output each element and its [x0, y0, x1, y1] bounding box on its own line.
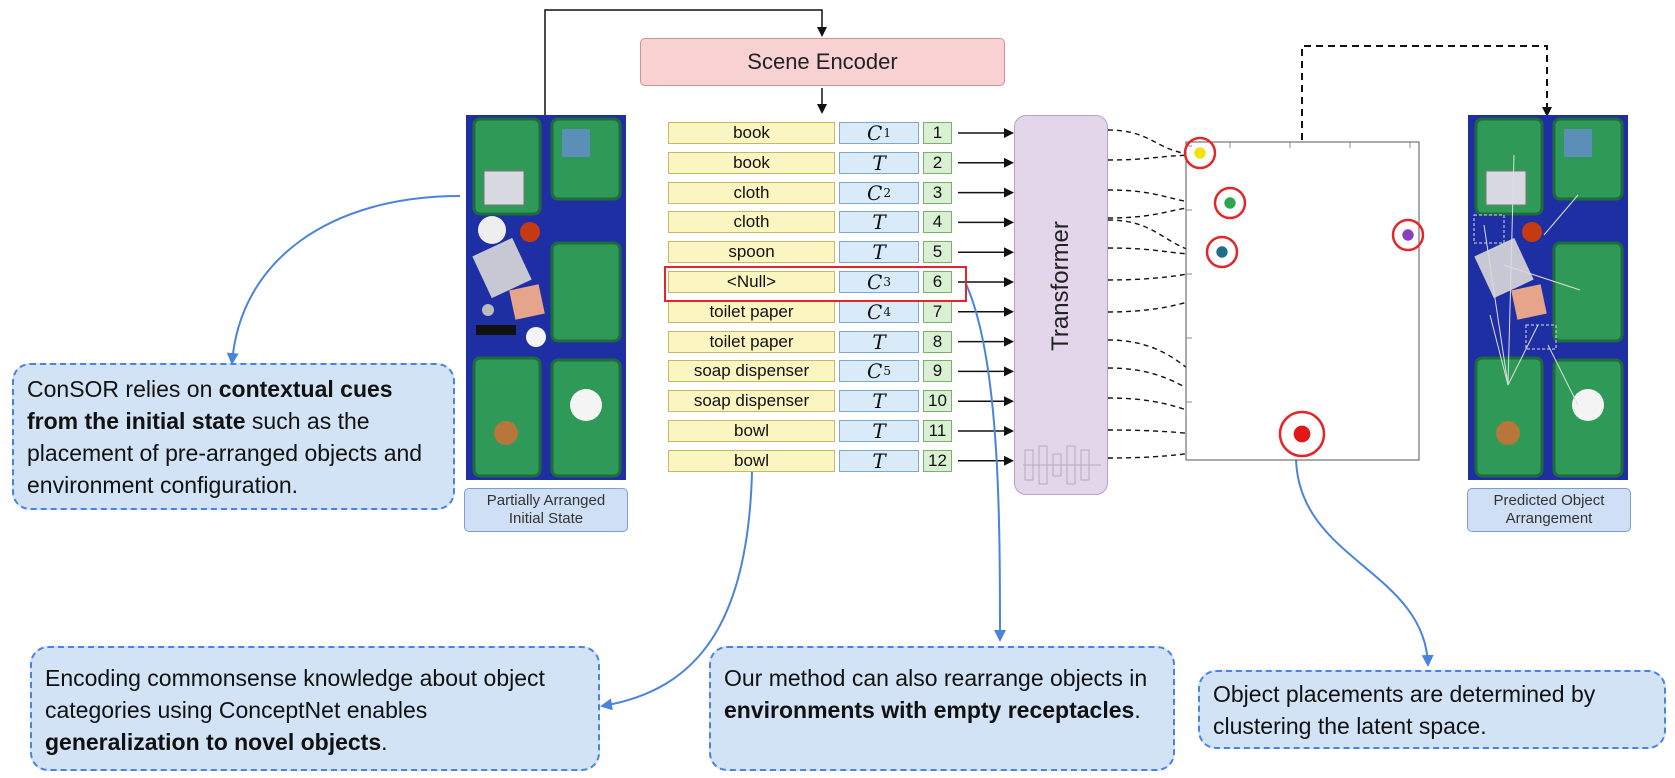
empty-receptacles-callout: Our method can also rearrange objects in… — [709, 646, 1175, 771]
clustering-callout-text: Object placements are determined by clus… — [1213, 681, 1596, 739]
latent-plot-frame — [1185, 141, 1420, 461]
token-name: book — [668, 122, 835, 144]
token-name: cloth — [668, 181, 835, 204]
initial-state-scene — [466, 115, 626, 480]
null-token-highlight — [664, 266, 967, 302]
token-index: 3 — [923, 181, 952, 204]
empty-callout-bold: environments with empty receptacles — [724, 697, 1135, 723]
token-index: 9 — [923, 360, 952, 383]
token-name: spoon — [668, 241, 835, 264]
initial-state-caption-text: Partially Arranged Initial State — [486, 492, 606, 527]
cluster-top-left-ring — [1183, 136, 1217, 170]
predicted-arrangement-scene — [1468, 115, 1628, 480]
transformer-box: Transformer — [1014, 115, 1108, 495]
commonsense-callout-arrow — [600, 471, 753, 711]
token-index: 7 — [923, 300, 952, 323]
commonsense-callout-bold: generalization to novel objects — [45, 729, 382, 755]
cluster-mid-left-points — [1224, 197, 1236, 209]
latent-curve — [1107, 129, 1206, 160]
cluster-mid-low-points — [1216, 246, 1228, 258]
network-icon — [1023, 445, 1101, 485]
latent-to-prediction-arrow — [1301, 45, 1552, 140]
cluster-top-left-points — [1194, 147, 1206, 159]
initial-state-image — [466, 115, 626, 480]
token-name: toilet paper — [668, 300, 835, 323]
token-type: T — [839, 389, 919, 413]
clustering-callout: Object placements are determined by clus… — [1198, 670, 1666, 749]
token-type: T — [839, 330, 919, 354]
token-name: soap dispenser — [668, 390, 835, 413]
token-to-transformer-arrows — [958, 128, 1014, 466]
token-name: cloth — [668, 211, 835, 234]
cluster-right-points — [1402, 229, 1414, 241]
context-callout-bold: contextual cues from the initial state — [27, 376, 393, 434]
token-name: book — [668, 151, 835, 174]
cluster-mid-left-ring — [1213, 186, 1247, 220]
predicted-arrangement-image — [1468, 115, 1628, 480]
token-type: T — [839, 449, 919, 473]
token-type-subscript: 1 — [883, 126, 891, 140]
token-type: T — [839, 151, 919, 175]
latent-curve — [1107, 247, 1224, 260]
empty-callout-text-2: . — [1134, 697, 1141, 723]
commonsense-callout-text-2: . — [381, 729, 388, 755]
predicted-arrangement-caption: Predicted Object Arrangement — [1467, 488, 1631, 532]
latent-curve — [1107, 429, 1302, 445]
token-type: T — [839, 419, 919, 443]
token-type-subscript: 4 — [883, 304, 891, 319]
token-type-subscript: 3 — [883, 275, 891, 289]
token-index: 1 — [923, 122, 952, 144]
cluster-mid-low-ring — [1205, 235, 1239, 269]
token-index: 4 — [923, 211, 952, 234]
transformer-label: Transformer — [1047, 221, 1074, 351]
token-index: 8 — [923, 330, 952, 353]
latent-curve — [1107, 440, 1302, 459]
token-name: bowl — [668, 420, 835, 442]
token-index: 10 — [923, 390, 952, 413]
scene-encoder-label: Scene Encoder — [747, 49, 898, 74]
token-name: <Null> — [668, 271, 835, 293]
token-name: soap dispenser — [668, 360, 835, 383]
token-index: 12 — [923, 449, 952, 472]
token-type-subscript: 2 — [883, 185, 891, 200]
commonsense-callout-text-1: Encoding commonsense knowledge about obj… — [45, 665, 545, 723]
cluster-right-ring — [1391, 218, 1425, 252]
context-callout-text-2: such as the placement of pre-arranged ob… — [27, 408, 423, 498]
photo-to-encoder-arrow — [544, 9, 827, 115]
latent-plot — [1183, 136, 1425, 461]
predicted-arrangement-caption-text: Predicted Object Arrangement — [1493, 492, 1605, 527]
empty-callout-text-1: Our method can also rearrange objects in — [724, 665, 1148, 691]
token-index: 11 — [923, 420, 952, 442]
context-callout-text-1: ConSOR relies on — [27, 376, 219, 402]
commonsense-callout: Encoding commonsense knowledge about obj… — [30, 646, 600, 771]
empty-callout-arrow — [965, 283, 1006, 642]
token-index: 5 — [923, 241, 952, 264]
plot-ticks — [1186, 142, 1411, 403]
cluster-bottom-points — [1293, 425, 1311, 443]
token-index: 2 — [923, 151, 952, 174]
clustering-callout-arrow — [1295, 455, 1434, 667]
token-type: T — [839, 240, 919, 264]
initial-state-caption: Partially Arranged Initial State — [464, 488, 628, 532]
token-index: 6 — [923, 271, 952, 293]
context-callout: ConSOR relies on contextual cues from th… — [12, 363, 455, 510]
scene-encoder-box: Scene Encoder — [640, 38, 1005, 86]
token-type-subscript: 5 — [883, 364, 891, 379]
token-name: toilet paper — [668, 330, 835, 353]
token-type: T — [839, 210, 919, 234]
token-name: bowl — [668, 449, 835, 472]
context-callout-arrow — [226, 195, 461, 365]
cluster-bottom-ring — [1278, 410, 1326, 458]
